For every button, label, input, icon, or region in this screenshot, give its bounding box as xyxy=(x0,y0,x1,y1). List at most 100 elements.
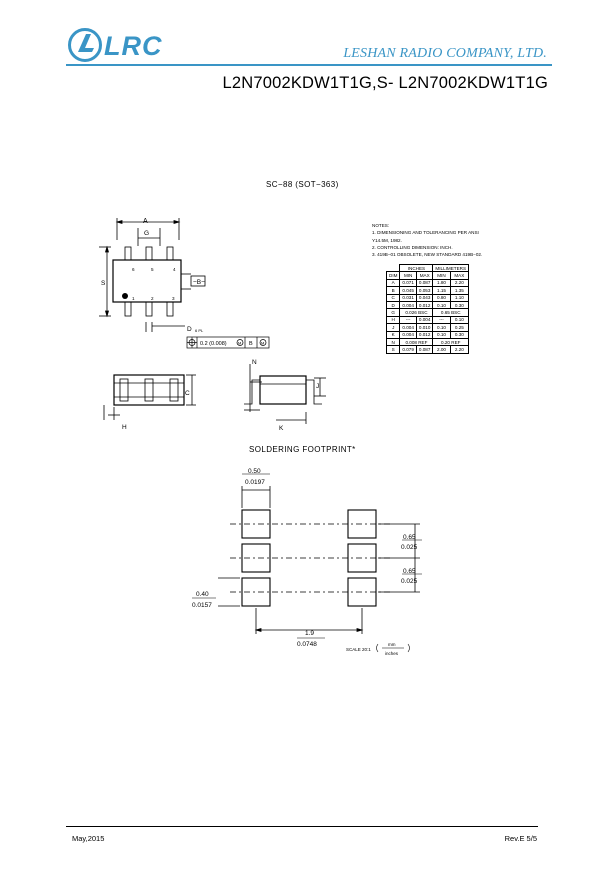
svg-text:1: 1 xyxy=(132,296,135,301)
table-cell: 2.20 xyxy=(449,345,470,354)
unit-mm: mm xyxy=(388,642,396,647)
pad-width-mm: 0.50 xyxy=(248,468,261,475)
table-cell: 2.00 xyxy=(432,345,451,354)
table-group-header: INCHES xyxy=(399,263,434,273)
pitch2-mm: 0.65 xyxy=(403,568,416,575)
table-cell: 0.053 xyxy=(415,286,434,295)
svg-text:LRC: LRC xyxy=(104,31,163,61)
drawing-notes: NOTES: 1. DIMENSIONING AND TOLERANCING P… xyxy=(372,222,532,258)
table-cell: 0.012 xyxy=(415,300,434,310)
table-cell: 0.071 xyxy=(399,278,417,288)
unit-inches: inches xyxy=(385,651,399,656)
svg-text:J: J xyxy=(316,383,319,390)
pad-length-mm: 0.40 xyxy=(196,591,209,598)
table-cell: 0.043 xyxy=(415,293,434,302)
svg-text:G: G xyxy=(144,230,149,237)
table-cell: S xyxy=(385,345,401,354)
table-cell: 0.004 xyxy=(399,300,417,310)
footprint-title: SOLDERING FOOTPRINT* xyxy=(249,445,356,454)
table-cell: --- xyxy=(432,315,451,325)
table-group-header: MILLIMETERS xyxy=(432,263,470,273)
table-cell: 0.004 xyxy=(399,330,417,339)
table-column-header: MAX xyxy=(415,271,434,280)
svg-text:K: K xyxy=(279,425,284,432)
svg-text:H: H xyxy=(122,424,127,431)
part-number-title: L2N7002KDW1T1G,S- L2N7002KDW1T1G xyxy=(222,74,548,92)
table-cell: 0.087 xyxy=(415,345,434,354)
svg-text:B: B xyxy=(249,341,253,347)
svg-text:M: M xyxy=(238,341,241,346)
notes-title: NOTES: xyxy=(372,223,390,228)
table-cell: 0.010 xyxy=(415,323,434,332)
dimension-table: INCHES MILLIMETERS DIM MIN MAX MIN MAX A… xyxy=(385,263,470,354)
svg-text:4: 4 xyxy=(173,267,176,272)
svg-text:M: M xyxy=(261,341,264,346)
table-column-header: MIN xyxy=(399,271,417,280)
pitch1-mm: 0.65 xyxy=(403,534,416,541)
svg-text:3: 3 xyxy=(172,296,175,301)
pad-width-in: 0.0197 xyxy=(245,479,265,486)
table-row: H---0.004---0.10 xyxy=(385,315,470,325)
svg-text:A: A xyxy=(143,218,148,225)
table-cell: 0.10 xyxy=(449,315,470,325)
table-cell: 1.80 xyxy=(432,278,451,288)
package-end-view: N J K xyxy=(244,359,326,432)
note-line: 1. DIMENSIONING AND TOLERANCING PER ANSI xyxy=(372,230,479,236)
table-cell: D xyxy=(385,300,401,310)
table-cell: K xyxy=(385,330,401,339)
span-in: 0.0748 xyxy=(297,641,317,648)
table-cell: --- xyxy=(399,315,417,325)
svg-text:6: 6 xyxy=(132,267,135,272)
table-cell: 0.10 xyxy=(432,330,451,339)
svg-text:N: N xyxy=(252,359,257,366)
table-cell: 0.012 xyxy=(415,330,434,339)
note-line: 2. CONTROLLING DIMENSION: INCH. xyxy=(372,244,453,250)
svg-text:S: S xyxy=(101,280,106,287)
footer-rule xyxy=(66,826,538,827)
table-cell: 0.079 xyxy=(399,345,417,354)
table-cell: 0.031 xyxy=(399,293,417,302)
table-cell: N xyxy=(385,337,401,347)
svg-text:2: 2 xyxy=(151,296,154,301)
table-cell: 0.026 BSC xyxy=(399,308,434,317)
table-cell: 0.20 REF xyxy=(432,337,470,347)
note-line: Y14.5M, 1982. xyxy=(372,237,402,243)
svg-text:−B−: −B− xyxy=(193,279,205,286)
table-cell: H xyxy=(385,315,401,325)
table-cell: 0.087 xyxy=(415,278,434,288)
header-rule xyxy=(66,64,552,66)
table-column-header: MIN xyxy=(432,271,451,280)
pad-length-in: 0.0157 xyxy=(192,602,212,609)
footer-date: May,2015 xyxy=(72,834,105,843)
table-cell: 0.004 xyxy=(415,315,434,325)
footer-revision: Rev.E 5/5 xyxy=(504,834,537,843)
table-cell: A xyxy=(385,278,401,288)
company-name: LESHAN RADIO COMPANY, LTD. xyxy=(343,46,547,61)
svg-text:D: D xyxy=(187,326,192,333)
table-column-header: DIM xyxy=(385,271,401,280)
scale-label: SCALE 20:1 xyxy=(346,647,371,652)
table-cell: 0.65 BSC xyxy=(432,308,470,317)
table-cell: J xyxy=(385,323,401,332)
table-cell: 0.004 xyxy=(399,323,417,332)
table-cell: C xyxy=(385,293,401,302)
svg-text:5: 5 xyxy=(151,267,154,272)
table-cell: 1.35 xyxy=(449,286,470,295)
table-cell: 0.80 xyxy=(432,293,451,302)
company-logo: LRC xyxy=(68,28,163,62)
table-cell: B xyxy=(385,286,401,295)
span-mm: 1.9 xyxy=(305,630,314,637)
soldering-footprint: 0.50 0.0197 0.65 0.025 0.65 0.025 0.40 0… xyxy=(192,468,422,656)
table-cell: 0.30 xyxy=(449,330,470,339)
svg-text:6 PL: 6 PL xyxy=(195,328,204,333)
